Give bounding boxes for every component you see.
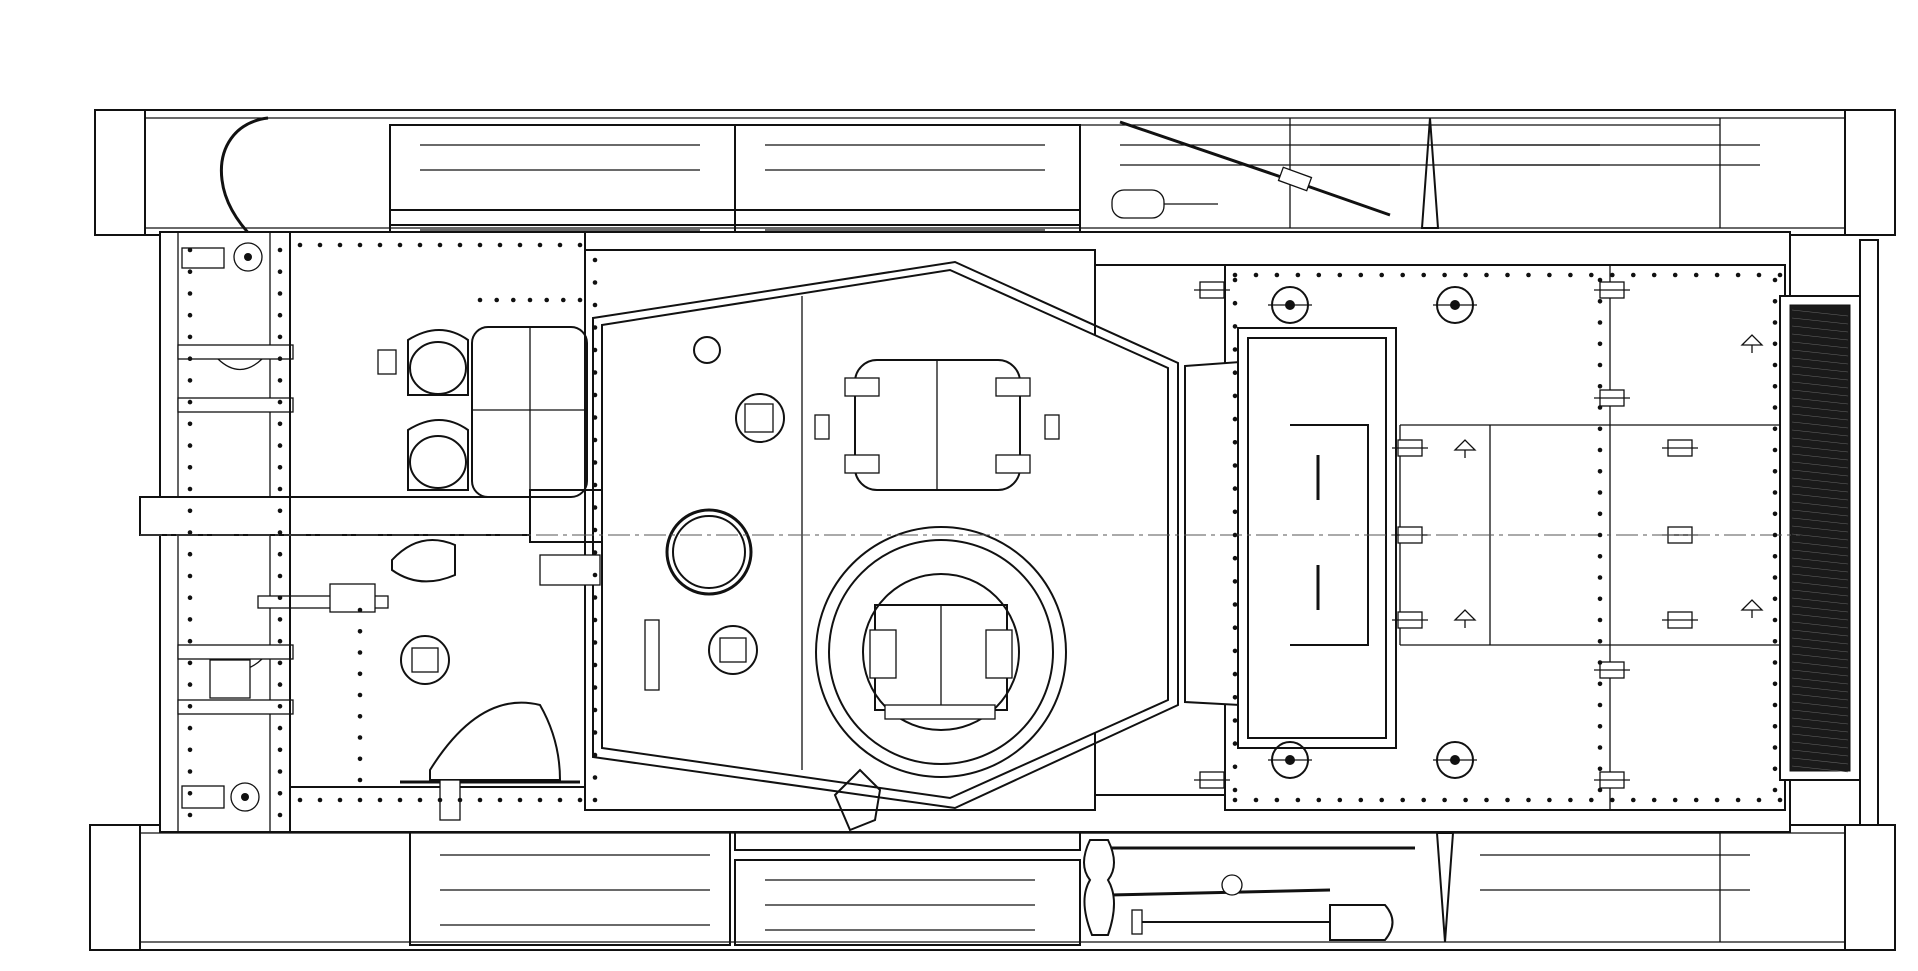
right-track-fender bbox=[89, 789, 1896, 951]
commander-cupola bbox=[815, 526, 1067, 778]
rivets bbox=[187, 242, 1783, 818]
turret bbox=[539, 260, 1179, 832]
vision-port-lower bbox=[644, 619, 758, 691]
pistol-port bbox=[665, 508, 753, 596]
shovel bbox=[1131, 904, 1394, 941]
vision-port-upper bbox=[693, 336, 785, 443]
radiator-grille bbox=[1779, 295, 1861, 781]
turret-roof-hatch bbox=[814, 359, 1060, 491]
driver-hatch bbox=[1184, 327, 1397, 749]
tow-shackle-top bbox=[181, 242, 263, 272]
tow-shackle-bottom bbox=[181, 782, 260, 812]
